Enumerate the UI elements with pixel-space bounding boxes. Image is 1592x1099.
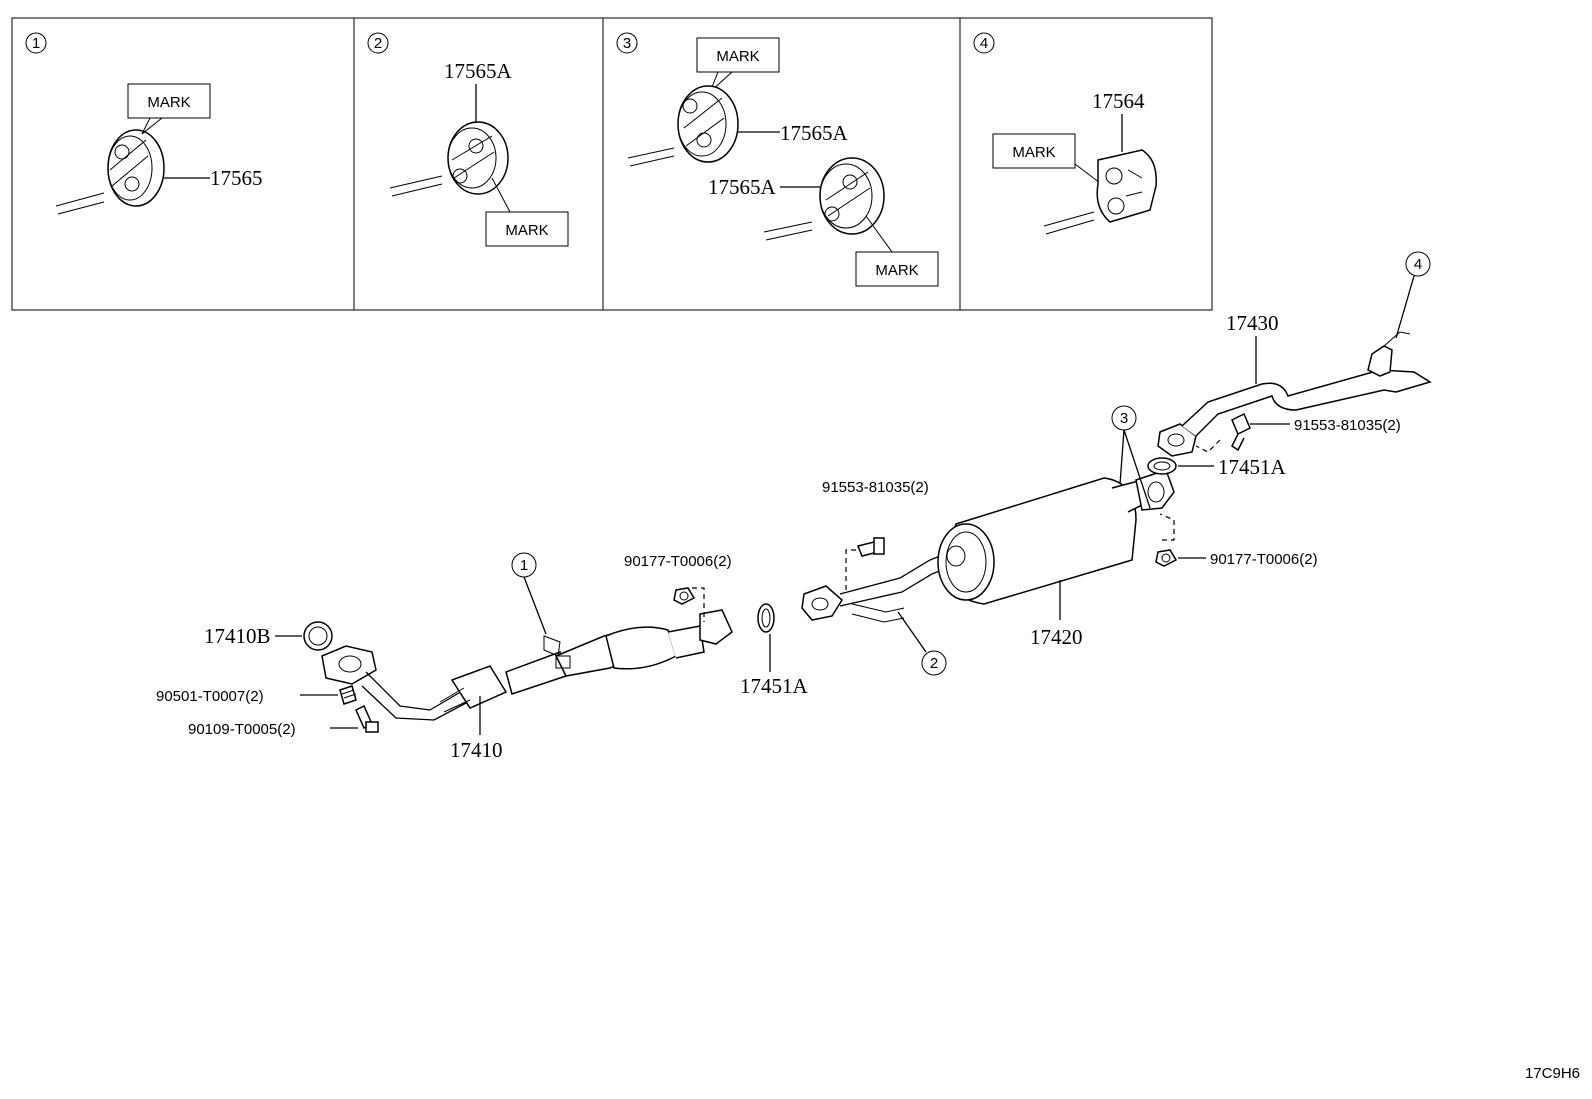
part-17410: 17410: [450, 738, 503, 762]
inset-panel-1: 1 MARK 17565: [25, 32, 263, 215]
front-pipe-17410-icon: [321, 609, 733, 721]
hanger-17565A-icon: [389, 121, 509, 197]
callout-4: 4: [1414, 256, 1422, 273]
nut-90177-a-icon: [673, 587, 696, 605]
hanger-17565A-upper-icon: [627, 85, 739, 167]
panel-3-part-upper: 17565A: [780, 121, 849, 145]
inset-panel-3: 3 MARK 17565A 17565A MARK: [616, 32, 939, 287]
part-17430: 17430: [1226, 311, 1279, 335]
bolt-90109-icon: [355, 704, 379, 733]
panel-3-index: 3: [623, 35, 631, 52]
part-17451A-a: 17451A: [740, 674, 809, 698]
part-90177-b: 90177-T0006(2): [1210, 551, 1318, 568]
part-91553-b: 91553-81035(2): [1294, 417, 1401, 434]
part-90177-a: 90177-T0006(2): [624, 553, 732, 570]
tailpipe-17430-icon: [1157, 331, 1432, 457]
part-91553-a: 91553-81035(2): [822, 479, 929, 496]
hanger-17565A-lower-icon: [763, 157, 885, 241]
muffler-17420-icon: [801, 469, 1175, 623]
panel-1-mark: MARK: [147, 94, 190, 111]
inset-panel-2: 2 17565A MARK: [367, 32, 569, 247]
nut-90177-b-icon: [1155, 549, 1178, 567]
stud-90501-icon: [339, 685, 357, 705]
callout-1: 1: [520, 557, 528, 574]
diagram-code: 17C9H6: [1525, 1065, 1580, 1082]
bolt-91553-b-icon: [1231, 412, 1251, 452]
gasket-17410B-icon: [303, 621, 333, 651]
part-90109: 90109-T0005(2): [188, 721, 296, 738]
gasket-17451A-a-icon: [757, 603, 775, 633]
bolt-91553-a-icon: [856, 537, 885, 557]
part-17451A-b: 17451A: [1218, 455, 1287, 479]
inset-panels: [11, 17, 1213, 311]
panel-3-mark-upper: MARK: [716, 48, 759, 65]
panel-4-part: 17564: [1092, 89, 1145, 113]
hanger-17564-icon: [1043, 149, 1157, 235]
panel-4-index: 4: [980, 35, 988, 52]
panel-1-part: 17565: [210, 166, 263, 190]
inset-panel-4: 4 17564 MARK: [973, 32, 1157, 235]
part-90501: 90501-T0007(2): [156, 688, 264, 705]
gasket-17451A-b-icon: [1147, 457, 1177, 475]
part-17420: 17420: [1030, 625, 1083, 649]
panel-2-mark: MARK: [505, 222, 548, 239]
panel-3-part-lower: 17565A: [708, 175, 777, 199]
panel-3-mark-lower: MARK: [875, 262, 918, 279]
hanger-17565-icon: [55, 129, 165, 215]
panel-2-index: 2: [374, 35, 382, 52]
callout-3: 3: [1120, 410, 1128, 427]
panel-1-index: 1: [32, 35, 40, 52]
panel-4-mark: MARK: [1012, 144, 1055, 161]
part-17410B: 17410B: [204, 624, 271, 648]
panel-2-part: 17565A: [444, 59, 513, 83]
callout-2: 2: [930, 655, 938, 672]
